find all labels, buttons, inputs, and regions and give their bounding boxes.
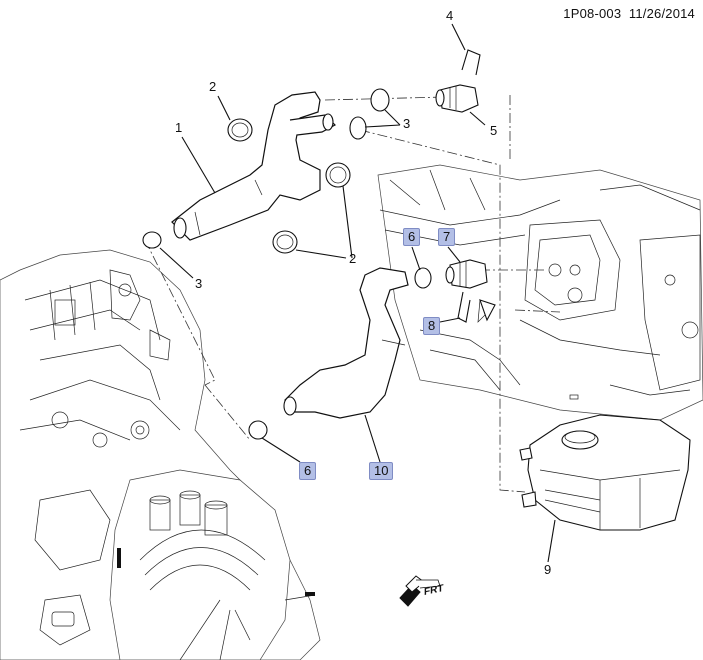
callout-8: 8 xyxy=(423,317,441,335)
callout-5: 5 xyxy=(490,123,498,138)
upper-coolant-hose xyxy=(171,91,336,241)
callout-9: 9 xyxy=(544,562,552,577)
callout-1: 1 xyxy=(175,120,183,135)
hose-clamps xyxy=(142,88,432,440)
front-arrow-icon xyxy=(399,575,441,607)
leader-lines xyxy=(159,23,556,563)
callout-4: 4 xyxy=(446,8,454,23)
engine-assembly xyxy=(0,249,321,660)
callout-7: 7 xyxy=(438,228,456,246)
body-panel xyxy=(377,164,703,421)
callout-10: 10 xyxy=(369,462,394,480)
callout-6: 6 xyxy=(403,228,421,246)
coolant-reservoir xyxy=(519,414,691,531)
callout-2: 2 xyxy=(349,251,357,266)
callout-3: 3 xyxy=(403,116,411,131)
callout-6: 6 xyxy=(299,462,317,480)
diagram-date: 11/26/2014 xyxy=(628,6,695,21)
alignment-lines xyxy=(144,95,561,493)
callout-3: 3 xyxy=(195,276,203,291)
callout-2: 2 xyxy=(209,79,217,94)
diagram-id: 1P08-003 xyxy=(563,6,622,21)
quick-connectors xyxy=(435,49,496,323)
diagram-header: 1P08-003 11/26/2014 xyxy=(563,6,695,21)
lower-coolant-hose xyxy=(283,267,409,419)
